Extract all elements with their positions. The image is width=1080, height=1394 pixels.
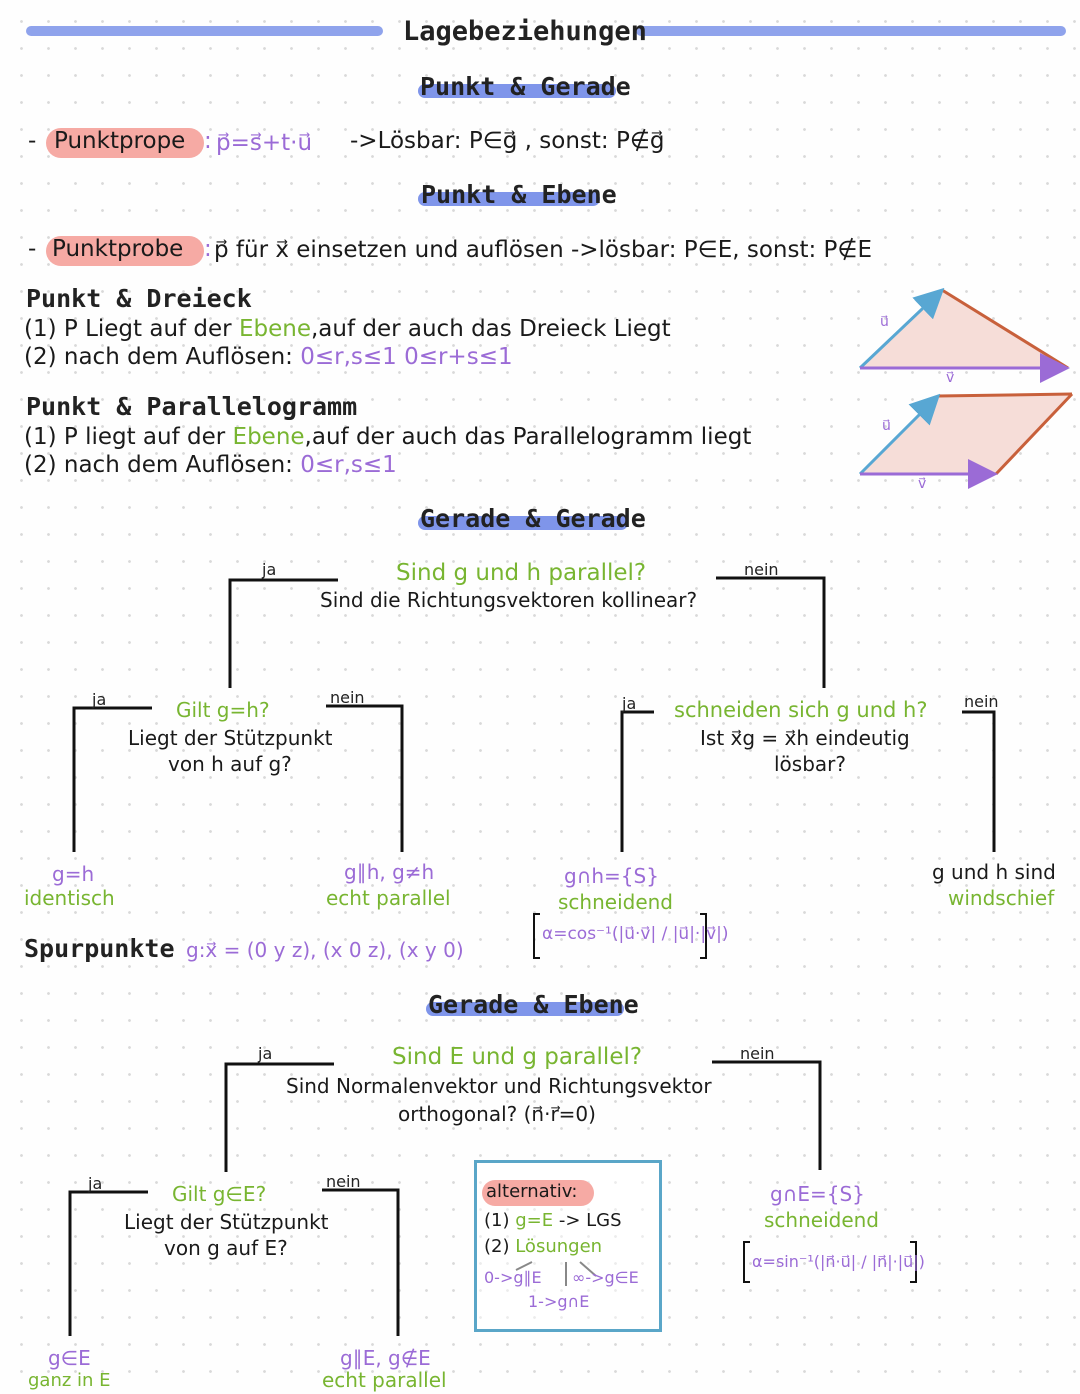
title-bar-right [636,26,1066,36]
spurpunkte-formula: g:x⃗ = (0 y z), (x 0 z), (x y 0) [186,938,464,962]
gg-leaf2-b: echt parallel [326,886,451,910]
ge-right-a: g∩E={S} [770,1182,865,1206]
gg-question-black: Sind die Richtungsvektoren kollinear? [320,588,698,612]
dreieck-line1: (1) P Liegt auf der Ebene,auf der auch d… [24,316,671,342]
gg-right-question-green: schneiden sich g und h? [674,698,928,722]
section-heading-punkt-gerade: Punkt & Gerade [420,72,631,101]
section-heading-punkt-parallelogramm: Punkt & Parallelogramm [26,392,358,421]
nein-label: nein [744,560,779,579]
gg-right-question-black1: Ist x⃗g = x⃗h eindeutig [700,726,910,750]
pill-highlight [482,1180,594,1206]
result-gerade: ->Lösbar: P∈g⃗ , sonst: P∉g⃗ [350,128,665,154]
alt-line2: (2) Lösungen [484,1236,603,1257]
ge-question-black2: orthogonal? (n⃗·r⃗=0) [398,1102,596,1126]
ja-label: ja [262,560,277,579]
gg-leaf4-a: g und h sind [932,860,1056,884]
gg-left-question-black1: Liegt der Stützpunkt [128,726,333,750]
gg-leaf3-b: schneidend [558,890,673,914]
alt-line1: (1) g=E -> LGS [484,1210,622,1231]
colon: : [204,128,212,154]
ge-right-b: schneidend [764,1208,879,1232]
nein-label: nein [326,1172,361,1191]
gg-question-green: Sind g und h parallel? [396,560,647,586]
pill-label-punktprobe: Punktprobe [52,236,184,262]
parallelogram-shape [860,394,1072,474]
heading-highlight [418,192,600,206]
section-heading-gerade-gerade: Gerade & Gerade [420,504,646,533]
ja-label: ja [92,690,107,709]
ge-left-question-black1: Liegt der Stützpunkt [124,1210,329,1234]
alt-option-inf: ∞->g∈E [572,1268,639,1287]
pill-highlight [46,128,204,158]
dash: - [28,128,37,154]
page-title: Lagebeziehungen [403,16,647,47]
pill-highlight [46,236,204,266]
nein-label: nein [964,692,999,711]
vector-u-label: u⃗ [880,314,889,330]
ge-leaf1-a: g∈E [48,1346,91,1370]
ge-leaf2-a: g∥E, g∉E [340,1346,431,1370]
heading-highlight [426,1002,624,1016]
heading-highlight [418,84,616,98]
section-heading-punkt-dreieck: Punkt & Dreieck [26,284,252,313]
gg-leaf1-b: identisch [24,886,115,910]
section-heading-gerade-ebene: Gerade & Ebene [428,990,639,1019]
gg-left-question-black2: von h auf g? [168,752,292,776]
section-heading-punkt-ebene: Punkt & Ebene [421,180,617,209]
nein-label: nein [330,688,365,707]
vector-v-label: v⃗ [946,370,955,386]
vector-u-label: u⃗ [882,418,891,434]
gg-leaf4-b: windschief [948,886,1055,910]
colon: : [204,236,212,262]
heading-highlight [418,516,628,530]
alt-option-0: 0->g∥E [484,1268,542,1287]
ge-leaf1-b: ganz in E [28,1370,111,1391]
gg-leaf3-a: g∩h={S} [564,864,659,888]
dreieck-line2: (2) nach dem Auflösen: 0≤r,s≤1 0≤r+s≤1 [24,344,513,370]
alt-option-1: 1->g∩E [528,1292,590,1311]
ge-question-black1: Sind Normalenvektor und Richtungsvektor [286,1074,712,1098]
ge-left-question-green: Gilt g∈E? [172,1182,267,1206]
nein-label: nein [740,1044,775,1063]
ja-label: ja [622,694,637,713]
ge-left-question-black2: von g auf E? [164,1236,288,1260]
ja-label: ja [88,1174,103,1193]
parallelogramm-line2: (2) nach dem Auflösen: 0≤r,s≤1 [24,452,397,478]
ge-right-formula: α=sin⁻¹(|n⃗·u⃗| / |n⃗|·|u⃗|) [752,1252,925,1271]
parallelogramm-line1: (1) P liegt auf der Ebene,auf der auch d… [24,424,752,450]
dash: - [28,236,37,262]
ja-label: ja [258,1044,273,1063]
text-ebene: p⃗ für x⃗ einsetzen und auflösen ->lösba… [214,237,872,263]
title-bar-left [26,26,383,36]
triangle-shape [860,290,1068,368]
gg-left-question-green: Gilt g=h? [176,698,270,722]
ge-leaf2-b: echt parallel [322,1368,447,1392]
gg-leaf1-a: g=h [52,862,95,886]
gg-leaf3-formula: α=cos⁻¹(|u⃗·v⃗| / |u⃗|·|v⃗|) [542,924,729,944]
ge-question-green: Sind E und g parallel? [392,1044,643,1070]
spurpunkte-label: Spurpunkte [24,934,175,963]
vector-v-label: v⃗ [918,476,927,492]
gg-leaf2-a: g∥h, g≠h [344,860,435,884]
alt-title: alternativ: [486,1181,578,1202]
gg-right-question-black2: lösbar? [774,752,847,776]
pill-label-punktprope: Punktprope [54,128,186,154]
formula-gerade: p⃗=s⃗+t·u⃗ [216,130,313,156]
